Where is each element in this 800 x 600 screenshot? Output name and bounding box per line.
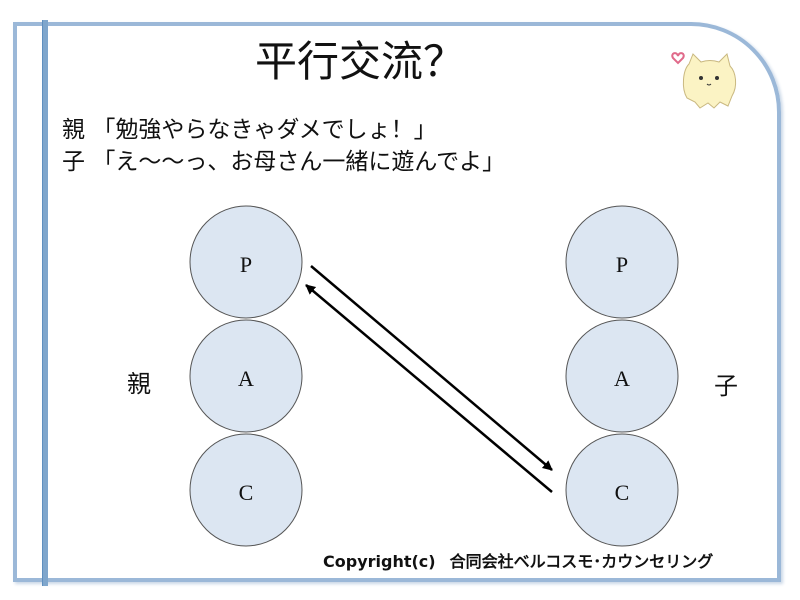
parent-p-circle	[189, 205, 303, 319]
slide-frame	[13, 22, 781, 582]
left-border-line	[42, 20, 48, 586]
copyright-notice: Copyright(c) 合同会社ベルコスモ･カウンセリング	[323, 548, 727, 572]
dialogue-line-parent: 親 「勉強やらなきゃダメでしょ！」	[62, 110, 437, 144]
copyright-company: 合同会社ベルコスモ･カウンセリング	[449, 552, 714, 571]
child-p-label: P	[616, 252, 628, 277]
slide-title: 平行交流？	[254, 37, 465, 86]
parent-side-label: 親	[127, 370, 151, 398]
speaker-label: 親	[62, 117, 85, 143]
dialogue-line-child: 子 「え～～っ、お母さん一緒に遊んでよ」	[62, 142, 505, 176]
copyright-prefix: Copyright(c)	[323, 552, 436, 571]
child-a-circle	[565, 319, 679, 433]
parent-c-label: C	[239, 480, 254, 505]
child-c-circle	[565, 433, 679, 547]
arrow-child-c-to-parent-p	[305, 284, 553, 493]
parent-a-label: A	[238, 366, 254, 391]
parent-c-circle	[189, 433, 303, 547]
child-p-circle	[565, 205, 679, 319]
child-side-label: 子	[714, 372, 738, 400]
child-c-label: C	[615, 480, 630, 505]
child-ego-states	[565, 205, 679, 547]
parent-a-circle	[189, 319, 303, 433]
parent-p-label: P	[240, 252, 252, 277]
cat-illustration-icon	[671, 52, 737, 109]
child-a-label: A	[614, 366, 630, 391]
arrow-parent-p-to-child-c	[310, 265, 553, 471]
parent-ego-states	[189, 205, 303, 547]
dialogue-text: 「え～～っ、お母さん一緒に遊んでよ」	[92, 149, 506, 175]
speaker-label: 子	[62, 149, 85, 175]
dialogue-text: 「勉強やらなきゃダメでしょ！」	[92, 117, 437, 143]
